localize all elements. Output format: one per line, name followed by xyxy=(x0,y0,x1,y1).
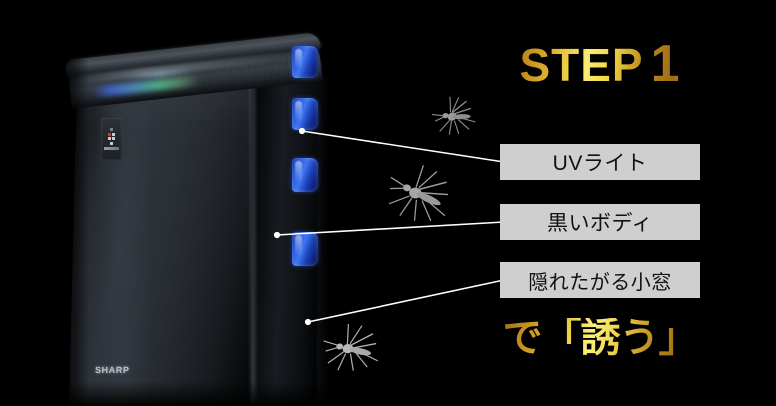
callout-label-text: 黒いボディ xyxy=(546,212,654,235)
mosquito-bottom-icon xyxy=(323,323,378,371)
callout-dot-black-body xyxy=(273,231,281,239)
control-row-4 xyxy=(110,141,113,145)
callout-line-hiding-window xyxy=(307,279,505,323)
mosquito-middle-icon xyxy=(388,165,449,222)
mosquito-top-icon xyxy=(431,96,476,135)
callout-line-black-body xyxy=(276,221,505,236)
product-control-panel[interactable] xyxy=(101,118,122,160)
uv-light-window-2 xyxy=(292,98,318,130)
product-body-back-edge xyxy=(317,76,329,406)
step-word: STEP xyxy=(519,39,644,91)
control-button-icon xyxy=(107,137,111,140)
callout-line-uv-light xyxy=(301,130,505,163)
callout-label-uv-light[interactable]: UVライト xyxy=(500,144,700,180)
control-button-icon xyxy=(112,132,116,136)
uv-light-window-1 xyxy=(292,46,318,78)
callout-dot-hiding-window xyxy=(304,318,312,326)
control-button-icon xyxy=(112,137,116,140)
uv-light-window-4 xyxy=(292,232,318,266)
callout-label-hiding-window[interactable]: 隠れたがる小窓 xyxy=(500,262,700,298)
control-indicator-dot xyxy=(110,128,113,131)
control-button-icon xyxy=(110,141,113,145)
uv-light-window-3 xyxy=(292,158,318,192)
control-row-1 xyxy=(110,128,113,131)
control-row-2 xyxy=(107,132,116,136)
step-number: 1 xyxy=(650,35,681,93)
product-body-edge-highlight xyxy=(248,64,258,406)
callout-label-text: 隠れたがる小窓 xyxy=(528,271,672,294)
power-indicator-icon xyxy=(107,132,111,136)
callout-label-text: UVライト xyxy=(552,152,648,175)
control-row-3 xyxy=(107,137,116,140)
callout-dot-uv-light xyxy=(298,127,306,135)
callout-label-black-body[interactable]: 黒いボディ xyxy=(500,204,700,240)
control-panel-label-strip xyxy=(104,147,119,150)
tagline: で「誘う」 xyxy=(494,318,706,358)
